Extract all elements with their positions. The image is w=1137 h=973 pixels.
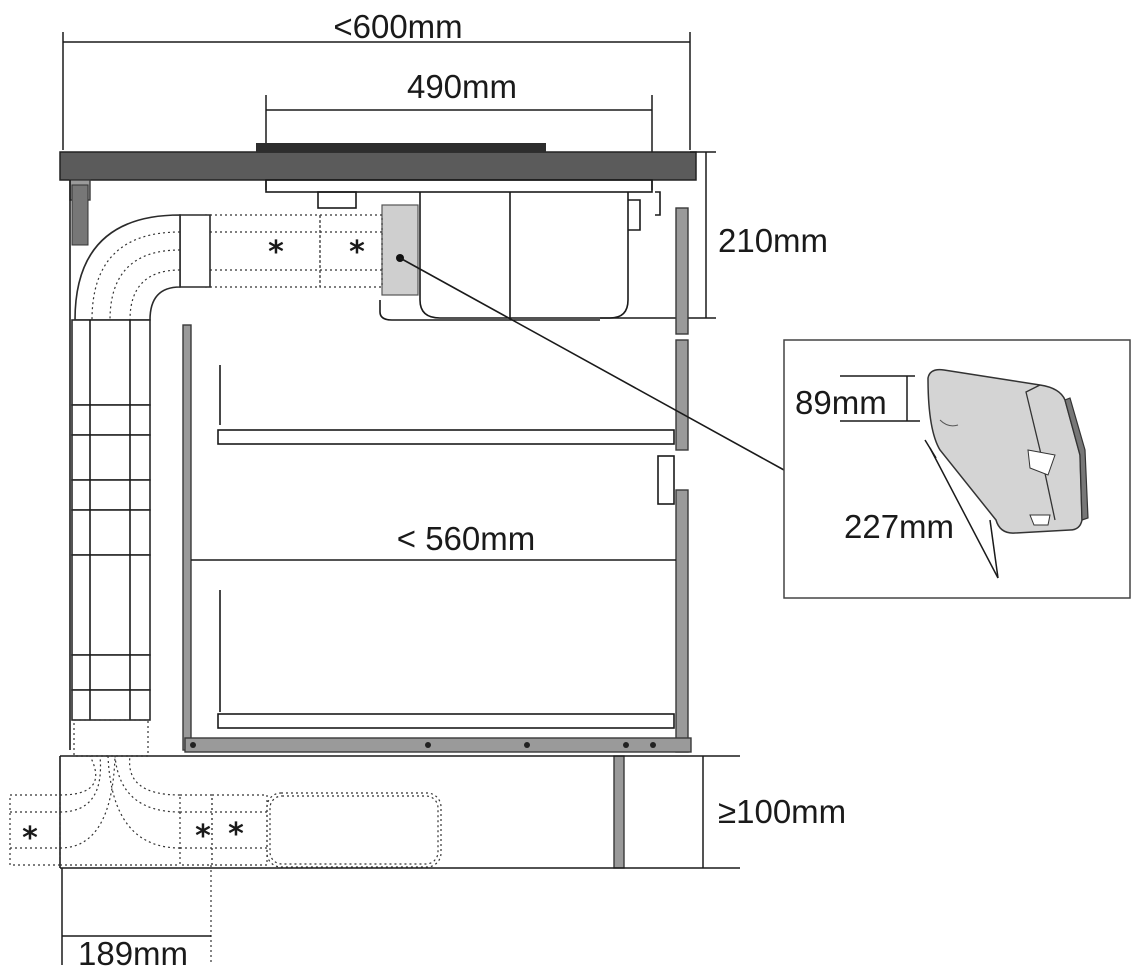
left-bracket	[71, 184, 89, 246]
label-hob-width: 490mm	[407, 68, 517, 105]
label-total-width: <600mm	[333, 8, 462, 45]
dimension-plinth-height: ≥100mm	[702, 756, 846, 868]
dimension-total-width: <600mm	[62, 8, 691, 150]
asterisk-plinth-2: *	[195, 819, 211, 854]
label-inner-width: < 560mm	[397, 520, 535, 557]
callout-line	[399, 257, 785, 471]
filter-illustration	[927, 368, 1089, 534]
filter-detail-box: 89mm 227mm	[783, 339, 1131, 599]
dimension-hob-depth: 210mm	[600, 151, 828, 319]
dimension-inner-width: < 560mm	[191, 520, 676, 561]
duct-plinth: * * *	[9, 755, 740, 869]
asterisk-top-1: *	[268, 235, 284, 270]
hob-unit	[265, 179, 661, 321]
label-plinth-height: ≥100mm	[718, 793, 846, 830]
label-filter-length: 227mm	[844, 508, 954, 545]
hob-glass	[256, 143, 546, 152]
label-duct-offset: 189mm	[78, 935, 188, 972]
asterisk-plinth-3: *	[228, 817, 244, 852]
cabinet	[69, 179, 692, 869]
label-hob-depth: 210mm	[718, 222, 828, 259]
worktop	[59, 151, 697, 181]
duct-elbow	[74, 214, 211, 321]
label-filter-height: 89mm	[795, 384, 887, 421]
asterisk-top-2: *	[349, 235, 365, 270]
dimension-hob-width: 490mm	[265, 68, 653, 190]
dimension-duct-offset: 189mm	[61, 865, 212, 972]
duct-top: * *	[204, 214, 383, 288]
duct-vertical	[71, 319, 151, 757]
asterisk-plinth-1: *	[22, 821, 38, 856]
filter-box	[381, 204, 419, 296]
